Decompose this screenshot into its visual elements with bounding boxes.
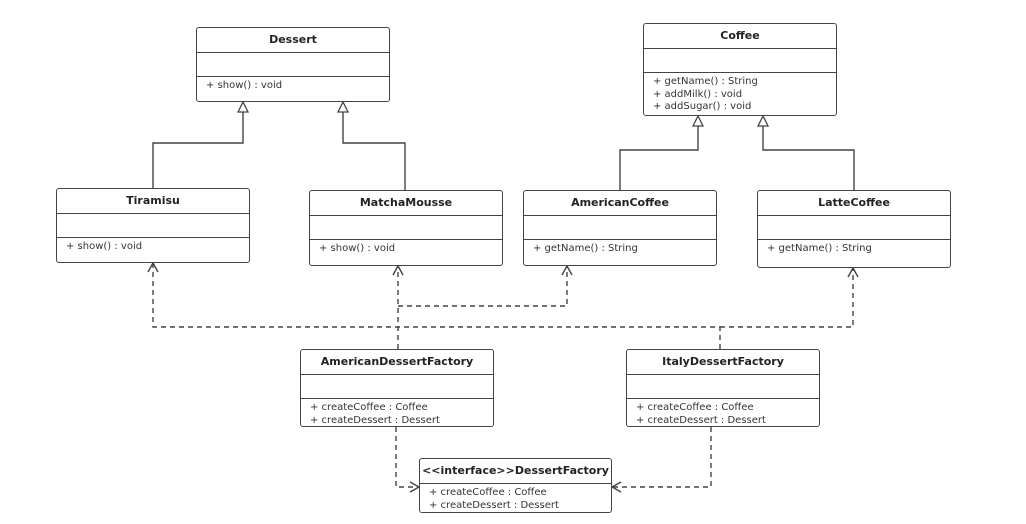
operation: + addSugar() : void <box>653 101 752 112</box>
generalization-arrowhead <box>236 100 250 113</box>
operation: + createCoffee : Coffee <box>429 487 547 498</box>
operation: + createDessert : Dessert <box>429 499 559 511</box>
operation: + getName() : String <box>533 243 638 254</box>
attributes-compartment <box>301 375 493 399</box>
class-name: LatteCoffee <box>758 191 950 216</box>
attributes-compartment <box>310 216 502 240</box>
arrowhead-open <box>610 481 622 493</box>
class-name: Dessert <box>197 28 389 53</box>
operation: + createDessert : Dessert <box>310 414 440 426</box>
attributes-compartment <box>758 216 950 240</box>
operation: + createCoffee : Coffee <box>636 402 754 413</box>
arrowhead-open <box>561 264 573 276</box>
class-dessert[interactable]: Dessert + show() : void <box>196 27 390 102</box>
dependency-itfactory-tiramisu <box>152 263 721 349</box>
operation: + show() : void <box>319 243 396 254</box>
operations-compartment: + getName() : String <box>758 240 950 256</box>
class-name: <<interface>>DessertFactory <box>420 459 611 484</box>
class-name: AmericanDessertFactory <box>301 350 493 375</box>
operation: + createCoffee : Coffee <box>310 402 428 413</box>
class-name: AmericanCoffee <box>524 191 716 216</box>
arrowhead-open <box>392 264 404 276</box>
class-name: ItalyDessertFactory <box>627 350 819 375</box>
attributes-compartment <box>197 53 389 77</box>
operations-compartment: + getName() : String <box>524 240 716 256</box>
operations-compartment: + show() : void <box>310 240 502 256</box>
generalization-arrowhead <box>336 100 350 113</box>
arrowhead-open <box>847 266 859 278</box>
operations-compartment: + createCoffee : Coffee + createDessert … <box>420 484 611 512</box>
realization-itfactory-interface <box>612 427 712 488</box>
realization-amfactory-interface <box>395 427 419 488</box>
generalization-arrowhead <box>756 114 770 127</box>
class-lattecoffee[interactable]: LatteCoffee + getName() : String <box>757 190 951 268</box>
attributes-compartment <box>627 375 819 399</box>
operations-compartment: + show() : void <box>57 238 249 254</box>
class-name: Coffee <box>644 24 836 49</box>
attributes-compartment <box>644 49 836 73</box>
generalization-american-coffee <box>619 125 699 190</box>
attributes-compartment <box>524 216 716 240</box>
class-name: MatchaMousse <box>310 191 502 216</box>
operation: + getName() : String <box>767 243 872 254</box>
operations-compartment: + show() : void <box>197 77 389 93</box>
class-americancoffee[interactable]: AmericanCoffee + getName() : String <box>523 190 717 266</box>
operations-compartment: + createCoffee : Coffee + createDessert … <box>301 399 493 426</box>
dependency-amfactory-americancoffee <box>398 266 568 307</box>
generalization-arrowhead <box>691 114 705 127</box>
operation: + show() : void <box>206 80 283 91</box>
attributes-compartment <box>57 214 249 238</box>
class-name: Tiramisu <box>57 189 249 214</box>
dependency-itfactory-latte <box>720 268 854 328</box>
class-coffee[interactable]: Coffee + getName() : String + addMilk() … <box>643 23 837 116</box>
operation: + getName() : String <box>653 76 758 87</box>
class-italydessertfactory[interactable]: ItalyDessertFactory + createCoffee : Cof… <box>626 349 820 427</box>
interface-dessertfactory[interactable]: <<interface>>DessertFactory + createCoff… <box>419 458 612 513</box>
arrowhead-open <box>147 261 159 273</box>
generalization-matcha-dessert <box>342 111 406 190</box>
operation: + createDessert : Dessert <box>636 414 766 426</box>
operations-compartment: + createCoffee : Coffee + createDessert … <box>627 399 819 426</box>
operation: + show() : void <box>66 241 143 252</box>
operation: + addMilk() : void <box>653 88 743 100</box>
generalization-tiramisu-dessert <box>152 111 244 188</box>
operations-compartment: + getName() : String + addMilk() : void … <box>644 73 836 114</box>
generalization-latte-coffee <box>762 125 855 190</box>
class-tiramisu[interactable]: Tiramisu + show() : void <box>56 188 250 263</box>
class-americandessertfactory[interactable]: AmericanDessertFactory + createCoffee : … <box>300 349 494 427</box>
class-matchamousse[interactable]: MatchaMousse + show() : void <box>309 190 503 266</box>
